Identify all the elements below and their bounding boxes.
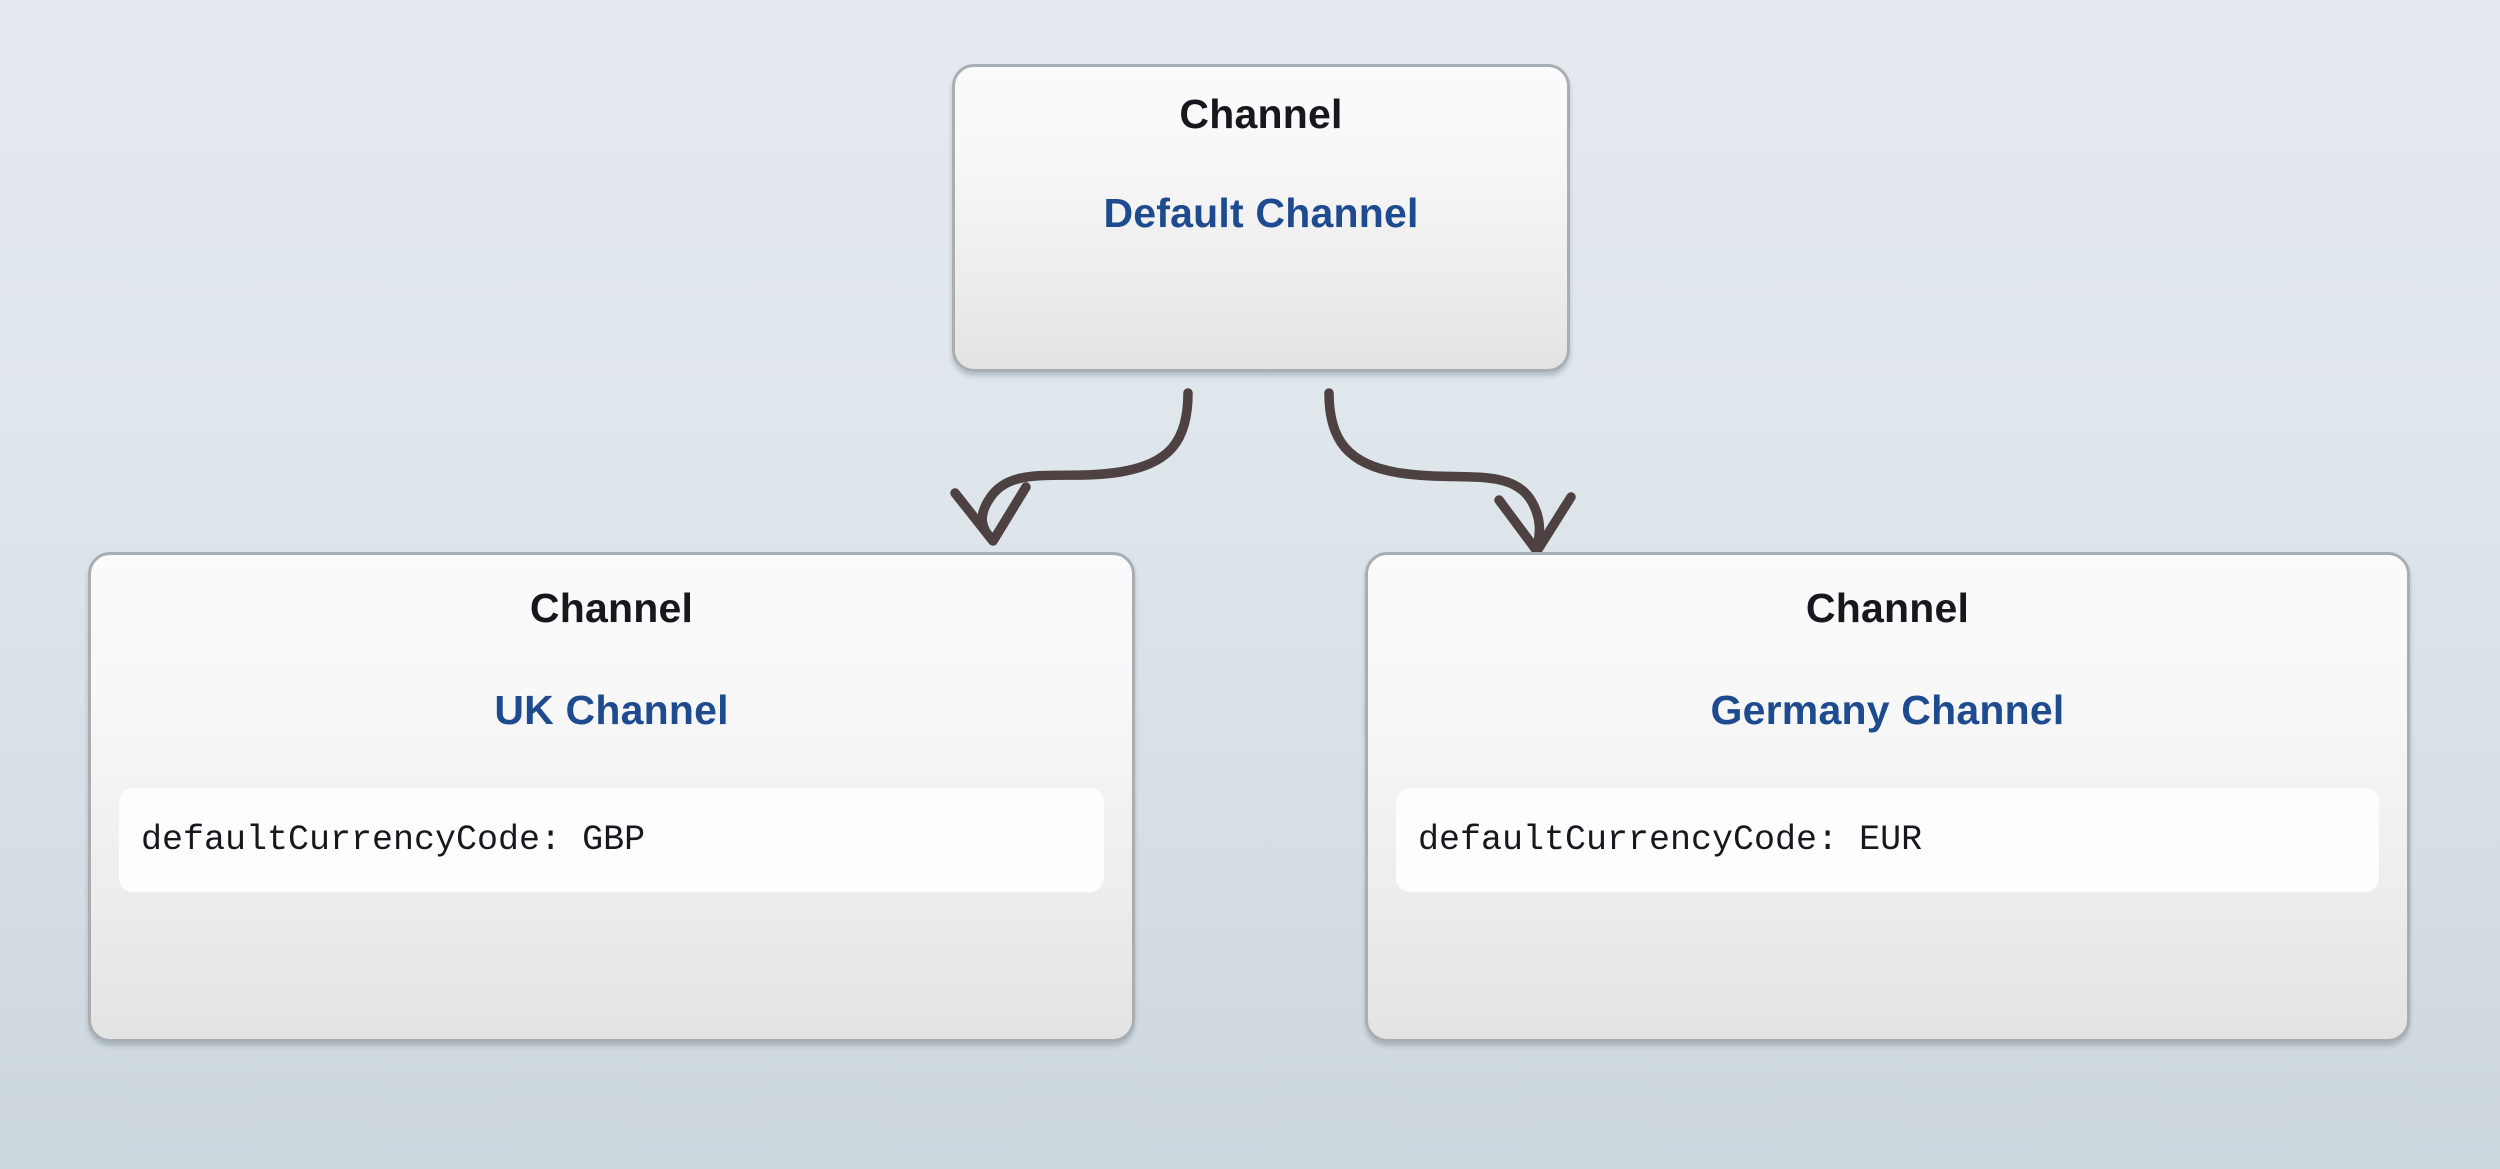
node-type-label: Channel — [1179, 91, 1343, 137]
node-name-label: UK Channel — [494, 687, 729, 733]
node-default-channel[interactable]: Channel Default Channel — [952, 64, 1570, 372]
node-name-label: Default Channel — [1103, 190, 1419, 236]
edge-root-to-germany-arrowhead — [1494, 492, 1576, 556]
edge-root-to-uk-arrowhead — [950, 482, 1031, 546]
edge-root-to-uk-curve — [977, 388, 1193, 545]
node-property-list: defaultCurrencyCode: GBP — [91, 788, 1132, 892]
node-name-label: Germany Channel — [1710, 687, 2065, 733]
node-property-default-currency-code: defaultCurrencyCode: GBP — [119, 788, 1104, 892]
node-type-label: Channel — [529, 585, 694, 631]
node-uk-channel[interactable]: Channel UK Channel defaultCurrencyCode: … — [88, 552, 1135, 1042]
node-property-list: defaultCurrencyCode: EUR — [1368, 788, 2407, 892]
node-type-label: Channel — [1805, 585, 1970, 631]
node-germany-channel[interactable]: Channel Germany Channel defaultCurrencyC… — [1365, 552, 2410, 1042]
edge-root-to-germany-curve — [1324, 388, 1545, 553]
node-property-default-currency-code: defaultCurrencyCode: EUR — [1396, 788, 2379, 892]
